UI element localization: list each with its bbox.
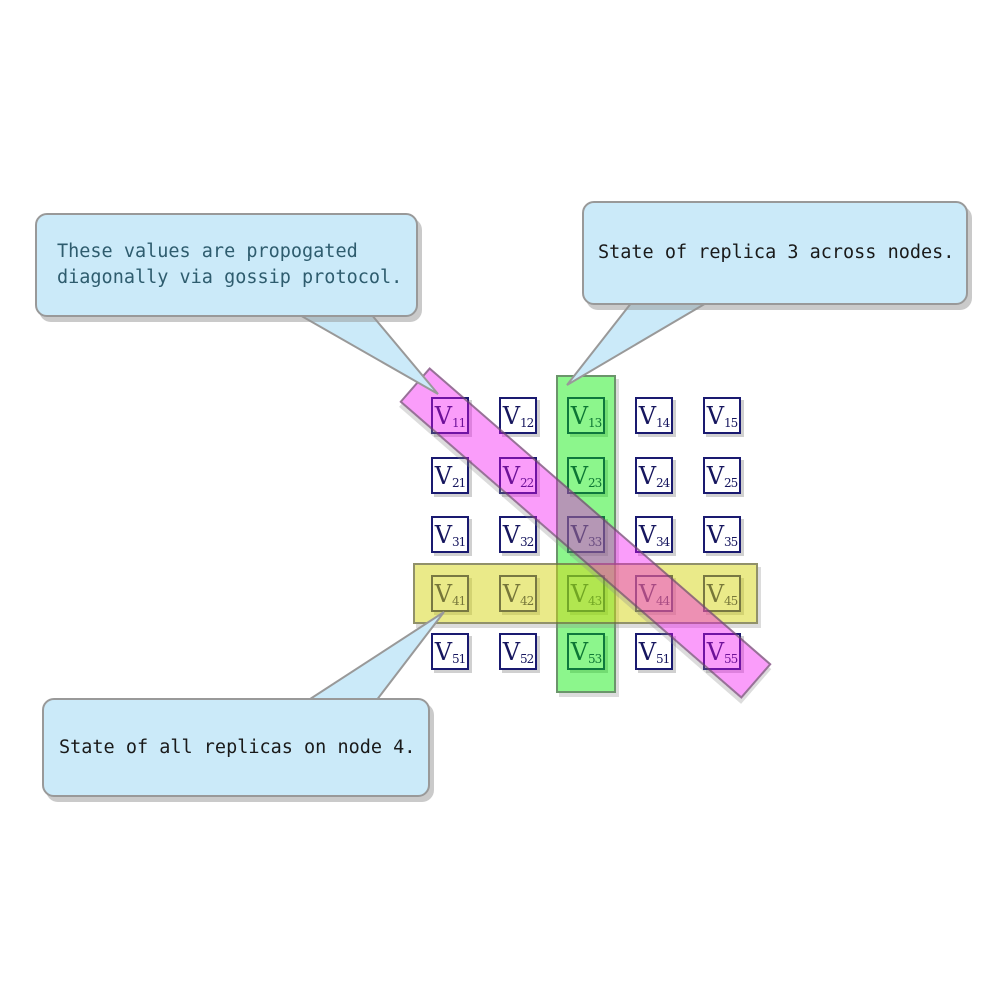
gossip-callout: These values are propogated diagonally vi… bbox=[35, 213, 418, 317]
node-4-row-band bbox=[413, 563, 758, 624]
gossip-callout-line2: diagonally via gossip protocol. bbox=[57, 267, 403, 288]
replica-3-column-band bbox=[556, 375, 616, 693]
replica-callout-line1: State of replica 3 across nodes. bbox=[598, 242, 955, 263]
replica-callout: State of replica 3 across nodes. bbox=[582, 201, 968, 305]
node-callout: State of all replicas on node 4. bbox=[42, 698, 430, 797]
replica-callout-text: State of replica 3 across nodes. bbox=[584, 240, 954, 266]
gossip-callout-text: These values are propogated diagonally vi… bbox=[37, 239, 402, 291]
node-callout-line1: State of all replicas on node 4. bbox=[59, 736, 416, 758]
node-callout-text: State of all replicas on node 4. bbox=[44, 735, 415, 761]
gossip-callout-line1: These values are propogated bbox=[57, 241, 358, 262]
